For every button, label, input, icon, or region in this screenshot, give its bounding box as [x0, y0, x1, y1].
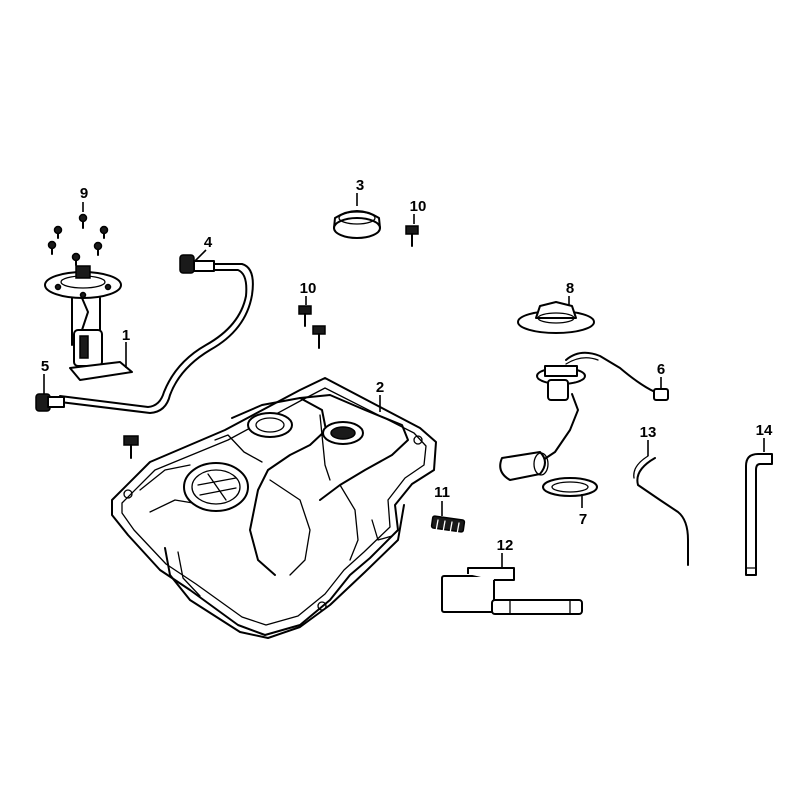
lock-ring — [517, 296, 595, 334]
callout-3: 3 — [356, 177, 364, 194]
mounting-screws — [47, 202, 109, 266]
hose-clip — [430, 501, 466, 535]
callout-4: 4 — [204, 234, 213, 251]
bolt-set-upper — [405, 214, 419, 247]
screw-icon — [47, 240, 57, 255]
bolt-icon — [312, 325, 326, 349]
screw-icon — [53, 225, 63, 239]
bolt-icon — [123, 435, 139, 459]
callout-7: 7 — [579, 511, 587, 528]
bolt-set-middle — [298, 296, 326, 349]
bolt-lower — [123, 435, 139, 459]
callout-11: 11 — [434, 484, 450, 501]
callout-12: 12 — [497, 537, 514, 554]
callout-13: 13 — [640, 424, 657, 441]
fuel-pump-assembly — [44, 265, 133, 381]
fuel-tank — [111, 377, 437, 639]
rubber-grommet — [333, 193, 381, 239]
fuel-level-sender — [499, 351, 669, 481]
callout-10-upper: 10 — [410, 198, 427, 215]
callout-8: 8 — [566, 280, 574, 297]
bolt-icon — [298, 305, 312, 327]
bolt-icon — [405, 225, 419, 247]
screw-icon — [93, 241, 103, 256]
callout-9: 9 — [80, 185, 88, 202]
fuel-filter — [441, 553, 583, 615]
breather-tube — [633, 440, 689, 566]
callout-10-middle: 10 — [300, 280, 317, 297]
callout-5: 5 — [41, 358, 49, 375]
callout-6: 6 — [657, 361, 665, 378]
bent-pipe — [745, 438, 773, 576]
callout-2: 2 — [376, 379, 384, 396]
screw-icon — [78, 213, 88, 229]
sender-gasket — [542, 477, 598, 508]
screw-icon — [99, 225, 109, 239]
fuel-hose — [35, 249, 254, 414]
screw-icon — [71, 252, 81, 266]
callout-1: 1 — [122, 327, 130, 344]
callout-14: 14 — [756, 422, 773, 439]
